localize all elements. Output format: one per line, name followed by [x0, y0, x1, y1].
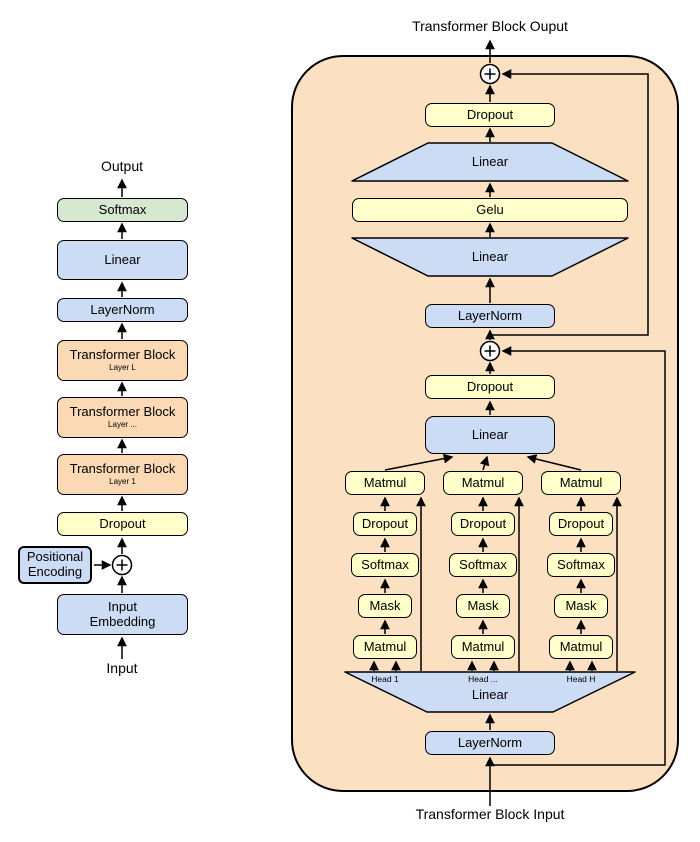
- mlp-layernorm-box: LayerNorm: [425, 304, 555, 328]
- qkv-linear-label: Linear: [471, 687, 509, 702]
- linear-box: Linear: [57, 240, 188, 280]
- transformer-block-title: Transformer Block: [69, 404, 176, 420]
- mlp-dropout-box: Dropout: [425, 103, 555, 127]
- head3-matmul-qk-box: Matmul: [549, 635, 613, 659]
- input-label: Input: [106, 660, 138, 676]
- residual-attention: [490, 346, 666, 766]
- gelu-box: Gelu: [352, 198, 628, 222]
- transformer-block-layer-l: Transformer Block Layer L: [57, 340, 188, 381]
- input-embedding-box: Input Embedding: [57, 594, 188, 635]
- head3-label: Head H: [566, 674, 596, 684]
- flow-arrows: [94, 39, 666, 806]
- transformer-block-output-label: Transformer Block Ouput: [412, 18, 568, 34]
- add-icons: [111, 63, 501, 576]
- transformer-block-input-label: Transformer Block Input: [415, 806, 565, 822]
- transformer-block-subtitle: Layer ...: [108, 419, 137, 429]
- transformer-block-title: Transformer Block: [69, 461, 176, 477]
- transformer-block-layer-mid: Transformer Block Layer ...: [57, 397, 188, 438]
- transformer-block-subtitle: Layer 1: [109, 476, 136, 486]
- head2-matmul-out-box: Matmul: [443, 471, 523, 495]
- transformer-block-title: Transformer Block: [69, 347, 176, 363]
- residual-mlp: [490, 69, 649, 336]
- head1-softmax-box: Softmax: [351, 553, 419, 577]
- head3-mask-box: Mask: [554, 594, 608, 618]
- add-icon: [479, 340, 501, 362]
- layernorm-box: LayerNorm: [57, 298, 188, 322]
- head1-mask-box: Mask: [358, 594, 412, 618]
- mlp-linear-out-shape: [351, 142, 629, 182]
- head1-dropout-box: Dropout: [353, 512, 417, 536]
- softmax-box: Softmax: [57, 198, 188, 222]
- head2-dropout-box: Dropout: [451, 512, 515, 536]
- dropout-box: Dropout: [57, 512, 188, 536]
- output-label: Output: [100, 158, 144, 174]
- attention-layernorm-box: LayerNorm: [425, 731, 555, 755]
- attention-linear-proj-box: Linear: [425, 416, 555, 454]
- transformer-block-subtitle: Layer L: [109, 362, 136, 372]
- qkv-linear-shape: [344, 671, 636, 713]
- head2-mask-box: Mask: [456, 594, 510, 618]
- mlp-linear-out-label: Linear: [471, 154, 509, 169]
- positional-encoding-box: Positional Encoding: [18, 546, 92, 584]
- head1-label: Head 1: [371, 674, 399, 684]
- head1-matmul-out-box: Matmul: [345, 471, 425, 495]
- add-icon: [111, 554, 133, 576]
- mlp-linear-in-label: Linear: [471, 249, 509, 264]
- head2-matmul-qk-box: Matmul: [451, 635, 515, 659]
- attention-dropout-box: Dropout: [425, 375, 555, 399]
- head3-softmax-box: Softmax: [547, 553, 615, 577]
- head2-label: Head ...: [468, 674, 498, 684]
- linear-trapezoids: [344, 142, 636, 713]
- head3-matmul-out-box: Matmul: [541, 471, 621, 495]
- head2-softmax-box: Softmax: [449, 553, 517, 577]
- head1-matmul-qk-box: Matmul: [353, 635, 417, 659]
- add-icon: [479, 63, 501, 85]
- transformer-block-layer-1: Transformer Block Layer 1: [57, 454, 188, 495]
- mlp-linear-in-shape: [351, 237, 629, 277]
- head3-dropout-box: Dropout: [549, 512, 613, 536]
